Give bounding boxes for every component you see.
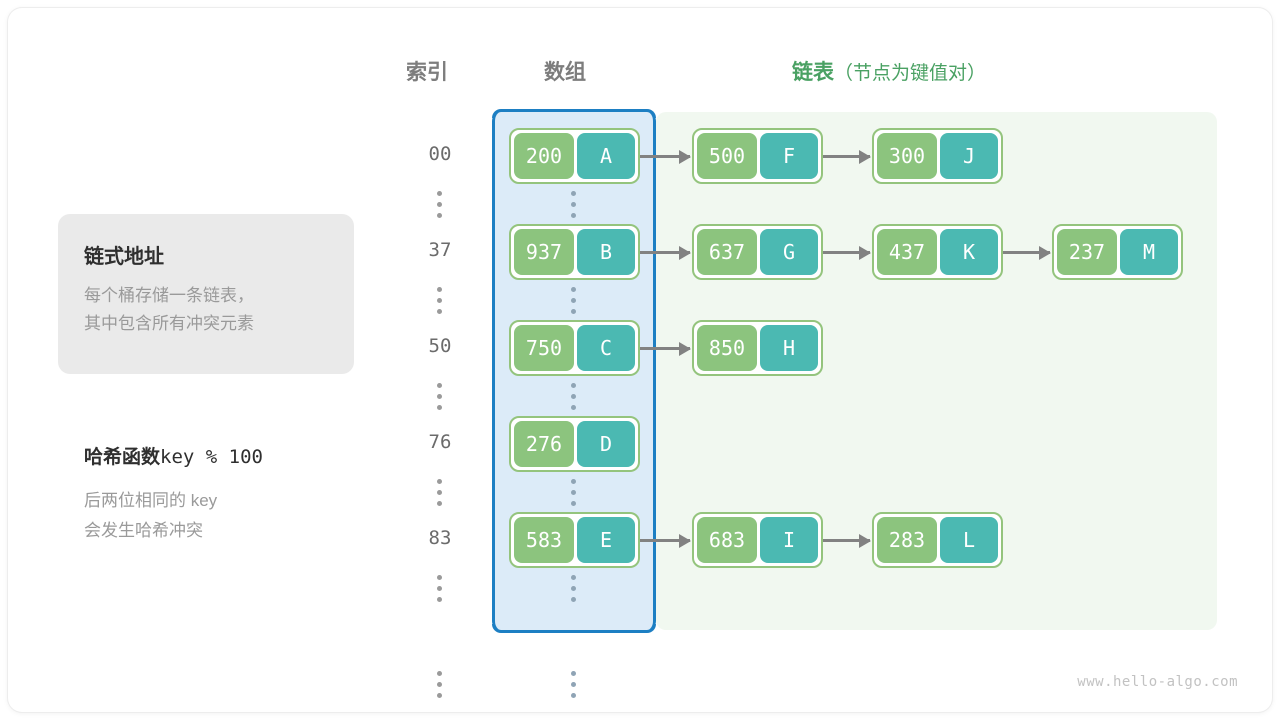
node-key: 237 (1057, 229, 1117, 275)
linked-list-arrow (640, 149, 691, 164)
linked-list-arrow (823, 245, 871, 260)
node-key: 637 (697, 229, 757, 275)
node-value: C (576, 325, 635, 371)
index-column-ellipsis (437, 287, 443, 320)
node-value: G (759, 229, 818, 275)
info-card-body: 每个桶存储一条链表， 其中包含所有冲突元素 (84, 282, 254, 338)
index-column-ellipsis (437, 671, 443, 704)
node-value: A (576, 133, 635, 179)
node-key: 276 (514, 421, 574, 467)
linked-list-arrow (1003, 245, 1051, 260)
hash-function-title: 哈希函数key % 100 (84, 442, 263, 469)
linked-list-arrow (640, 533, 691, 548)
node-value: J (939, 133, 998, 179)
diagram-stage: 索引 数组 链表（节点为键值对） 链式地址 每个桶存储一条链表， 其中包含所有冲… (8, 8, 1272, 712)
node-key: 583 (514, 517, 574, 563)
node-value: I (759, 517, 818, 563)
linked-list-arrow (823, 149, 871, 164)
linked-list-arrow (640, 341, 691, 356)
linked-list-arrow (823, 533, 871, 548)
node-value: B (576, 229, 635, 275)
array-column-ellipsis (571, 191, 577, 224)
node-value: K (939, 229, 998, 275)
node-key: 283 (877, 517, 937, 563)
bucket-index-label: 50 (428, 335, 452, 357)
hash-function-expression: key % 100 (160, 446, 263, 468)
hash-note-line-2: 会发生哈希冲突 (84, 521, 203, 540)
node-key: 300 (877, 133, 937, 179)
node-value: H (759, 325, 818, 371)
node-key: 850 (697, 325, 757, 371)
array-column-ellipsis (571, 287, 577, 320)
node-value: D (576, 421, 635, 467)
node-key: 750 (514, 325, 574, 371)
node-key: 683 (697, 517, 757, 563)
bucket-index-label: 83 (428, 527, 452, 549)
array-column-ellipsis (571, 479, 577, 512)
info-card-title: 链式地址 (84, 246, 164, 268)
index-column-ellipsis (437, 575, 443, 608)
array-column-ellipsis (571, 383, 577, 416)
linked-list-arrow (640, 245, 691, 260)
info-card-background (58, 214, 354, 374)
bucket-index-label: 76 (428, 431, 452, 453)
info-card-line-2: 其中包含所有冲突元素 (84, 314, 254, 333)
column-header-linked-list: 链表（节点为键值对） (792, 56, 986, 86)
linked-list-header-main: 链表 (792, 61, 834, 84)
node-key: 500 (697, 133, 757, 179)
info-card-line-1: 每个桶存储一条链表， (84, 286, 254, 305)
linked-list-header-sub: （节点为键值对） (834, 63, 987, 84)
node-value: M (1119, 229, 1178, 275)
column-header-index: 索引 (406, 61, 448, 84)
node-value: L (939, 517, 998, 563)
node-key: 200 (514, 133, 574, 179)
array-column-ellipsis (571, 671, 577, 704)
column-header-array: 数组 (544, 61, 586, 84)
node-value: E (576, 517, 635, 563)
hash-function-label: 哈希函数 (84, 447, 161, 468)
hash-note-line-1: 后两位相同的 key (84, 491, 218, 510)
bucket-index-label: 00 (428, 143, 452, 165)
array-column-ellipsis (571, 575, 577, 608)
diagram-card: 索引 数组 链表（节点为键值对） 链式地址 每个桶存储一条链表， 其中包含所有冲… (8, 8, 1272, 712)
hash-function-note: 后两位相同的 key 会发生哈希冲突 (84, 486, 217, 546)
bucket-index-label: 37 (428, 239, 452, 261)
index-column-ellipsis (437, 383, 443, 416)
node-value: F (759, 133, 818, 179)
node-key: 937 (514, 229, 574, 275)
index-column-ellipsis (437, 479, 443, 512)
index-column-ellipsis (437, 191, 443, 224)
watermark: www.hello-algo.com (1077, 674, 1238, 690)
node-key: 437 (877, 229, 937, 275)
